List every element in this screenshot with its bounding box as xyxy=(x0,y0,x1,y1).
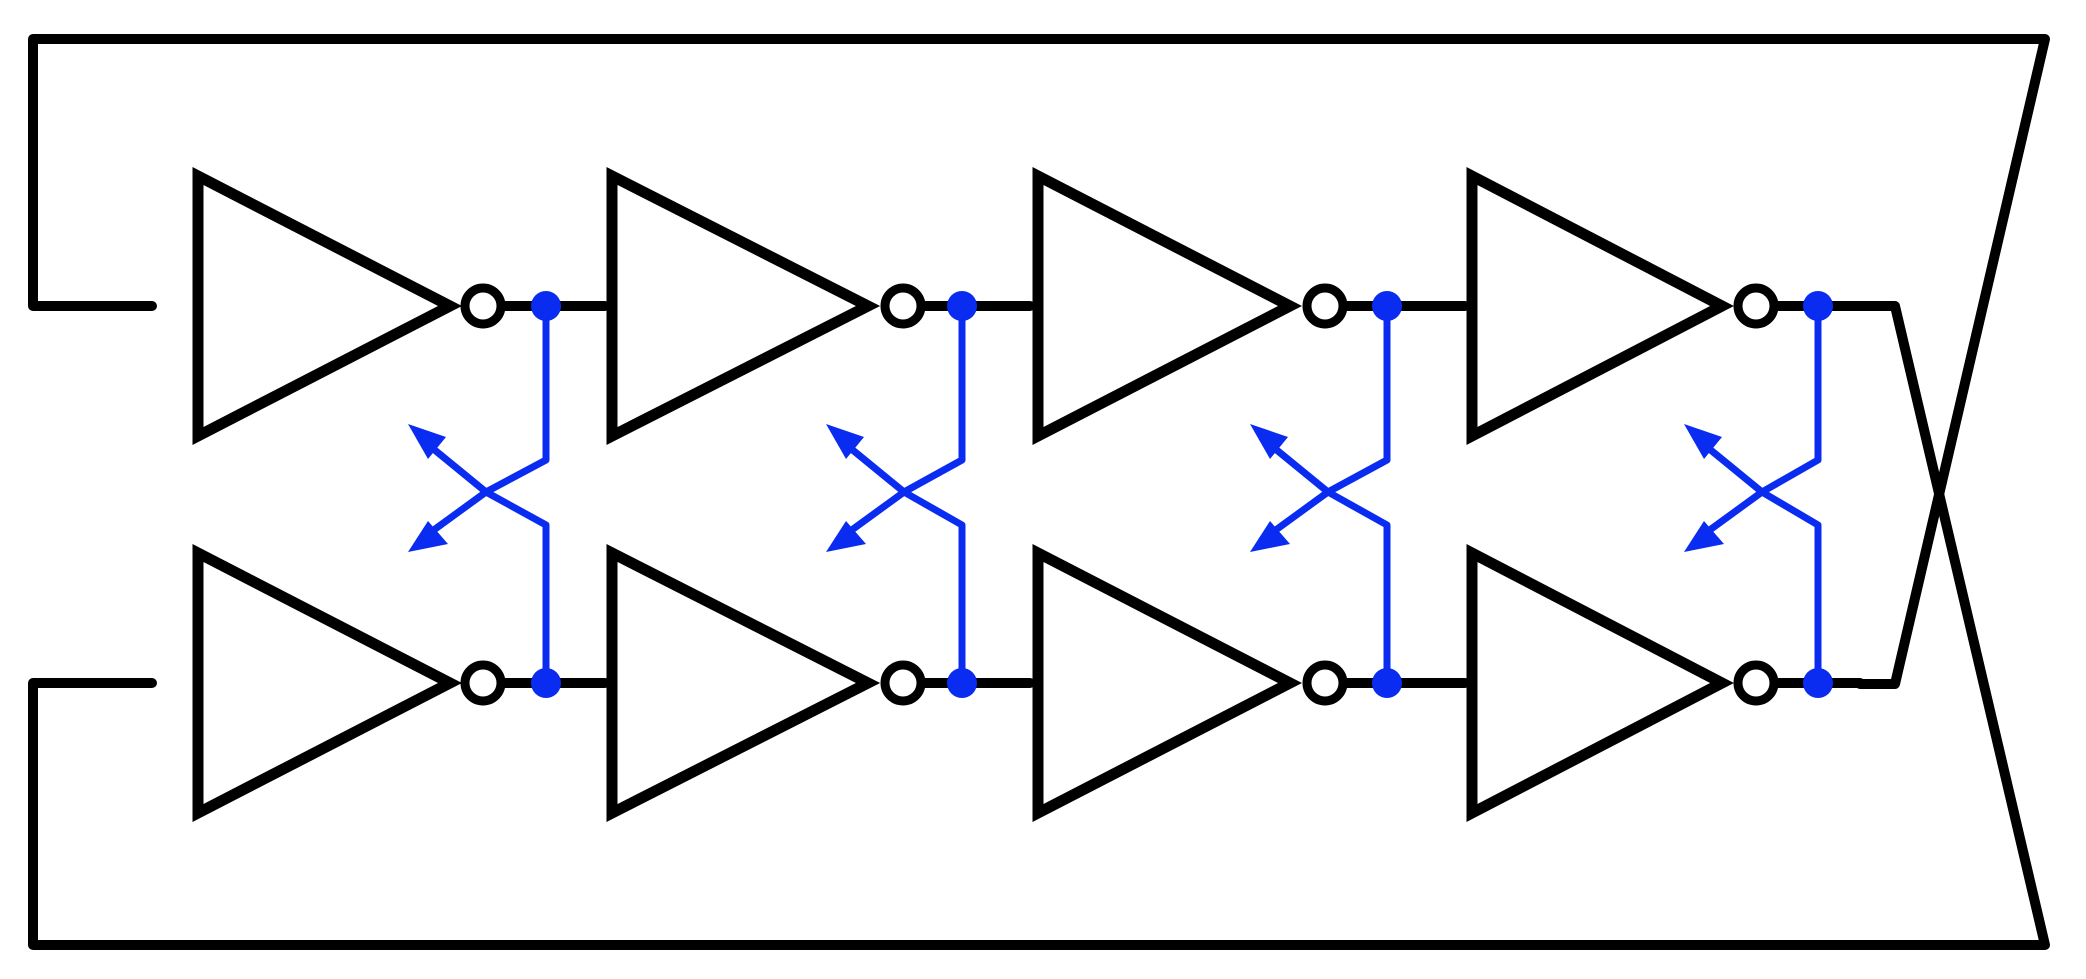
coupling-path xyxy=(416,302,550,496)
output-node-bottom xyxy=(531,668,561,698)
stage-2 xyxy=(606,167,977,822)
inverter-bubble xyxy=(1302,283,1348,329)
arrowhead-icon xyxy=(408,521,448,552)
inverter-bubble xyxy=(1733,660,1779,706)
output-node-bottom xyxy=(947,668,977,698)
arrowhead-icon xyxy=(1684,424,1722,459)
arrowhead-icon xyxy=(1250,521,1290,552)
inverter-bubble xyxy=(460,283,506,329)
feedback-wire-bottom xyxy=(28,301,2050,950)
coupling-path xyxy=(1692,302,1822,496)
coupling-path xyxy=(1258,488,1391,687)
inverter-top xyxy=(606,167,881,445)
inverter-bubble xyxy=(880,660,926,706)
stage-3 xyxy=(1032,166,1402,823)
feedback-wire-top xyxy=(28,34,2050,689)
arrowhead-icon xyxy=(1250,424,1288,459)
output-node-top xyxy=(1372,291,1402,321)
coupling-path xyxy=(1692,488,1822,687)
arrowhead-icon xyxy=(408,424,446,459)
coupling-path xyxy=(834,488,966,687)
output-node-bottom xyxy=(1372,668,1402,698)
inverter-bubble xyxy=(880,283,926,329)
coupling-path xyxy=(834,302,966,496)
coupling-path xyxy=(1258,302,1391,496)
output-node-top xyxy=(947,291,977,321)
inverter-bubble xyxy=(460,660,506,706)
inverter-bottom xyxy=(1466,543,1734,823)
inverter-top xyxy=(192,166,462,446)
arrowhead-icon xyxy=(826,424,864,459)
inverter-bottom xyxy=(1032,543,1302,823)
output-node-bottom xyxy=(1803,668,1833,698)
inverter-top xyxy=(1466,166,1734,446)
inverter-bottom xyxy=(606,544,881,822)
inverter-bottom xyxy=(192,543,462,823)
variable-coupling-element xyxy=(1250,291,1402,698)
arrowhead-icon xyxy=(1684,521,1724,552)
arrowhead-icon xyxy=(826,521,866,552)
feedback-wiring xyxy=(28,34,2050,950)
variable-coupling-element xyxy=(408,291,561,698)
inverter-bubble xyxy=(1733,283,1779,329)
stage-1 xyxy=(192,166,561,823)
variable-coupling-element xyxy=(826,291,977,698)
inverter-bubble xyxy=(1302,660,1348,706)
coupling-path xyxy=(416,488,550,687)
output-node-top xyxy=(531,291,561,321)
variable-coupling-element xyxy=(1684,291,1833,698)
output-node-top xyxy=(1803,291,1833,321)
stage-4 xyxy=(1466,166,1865,823)
inverter-top xyxy=(1032,166,1302,446)
